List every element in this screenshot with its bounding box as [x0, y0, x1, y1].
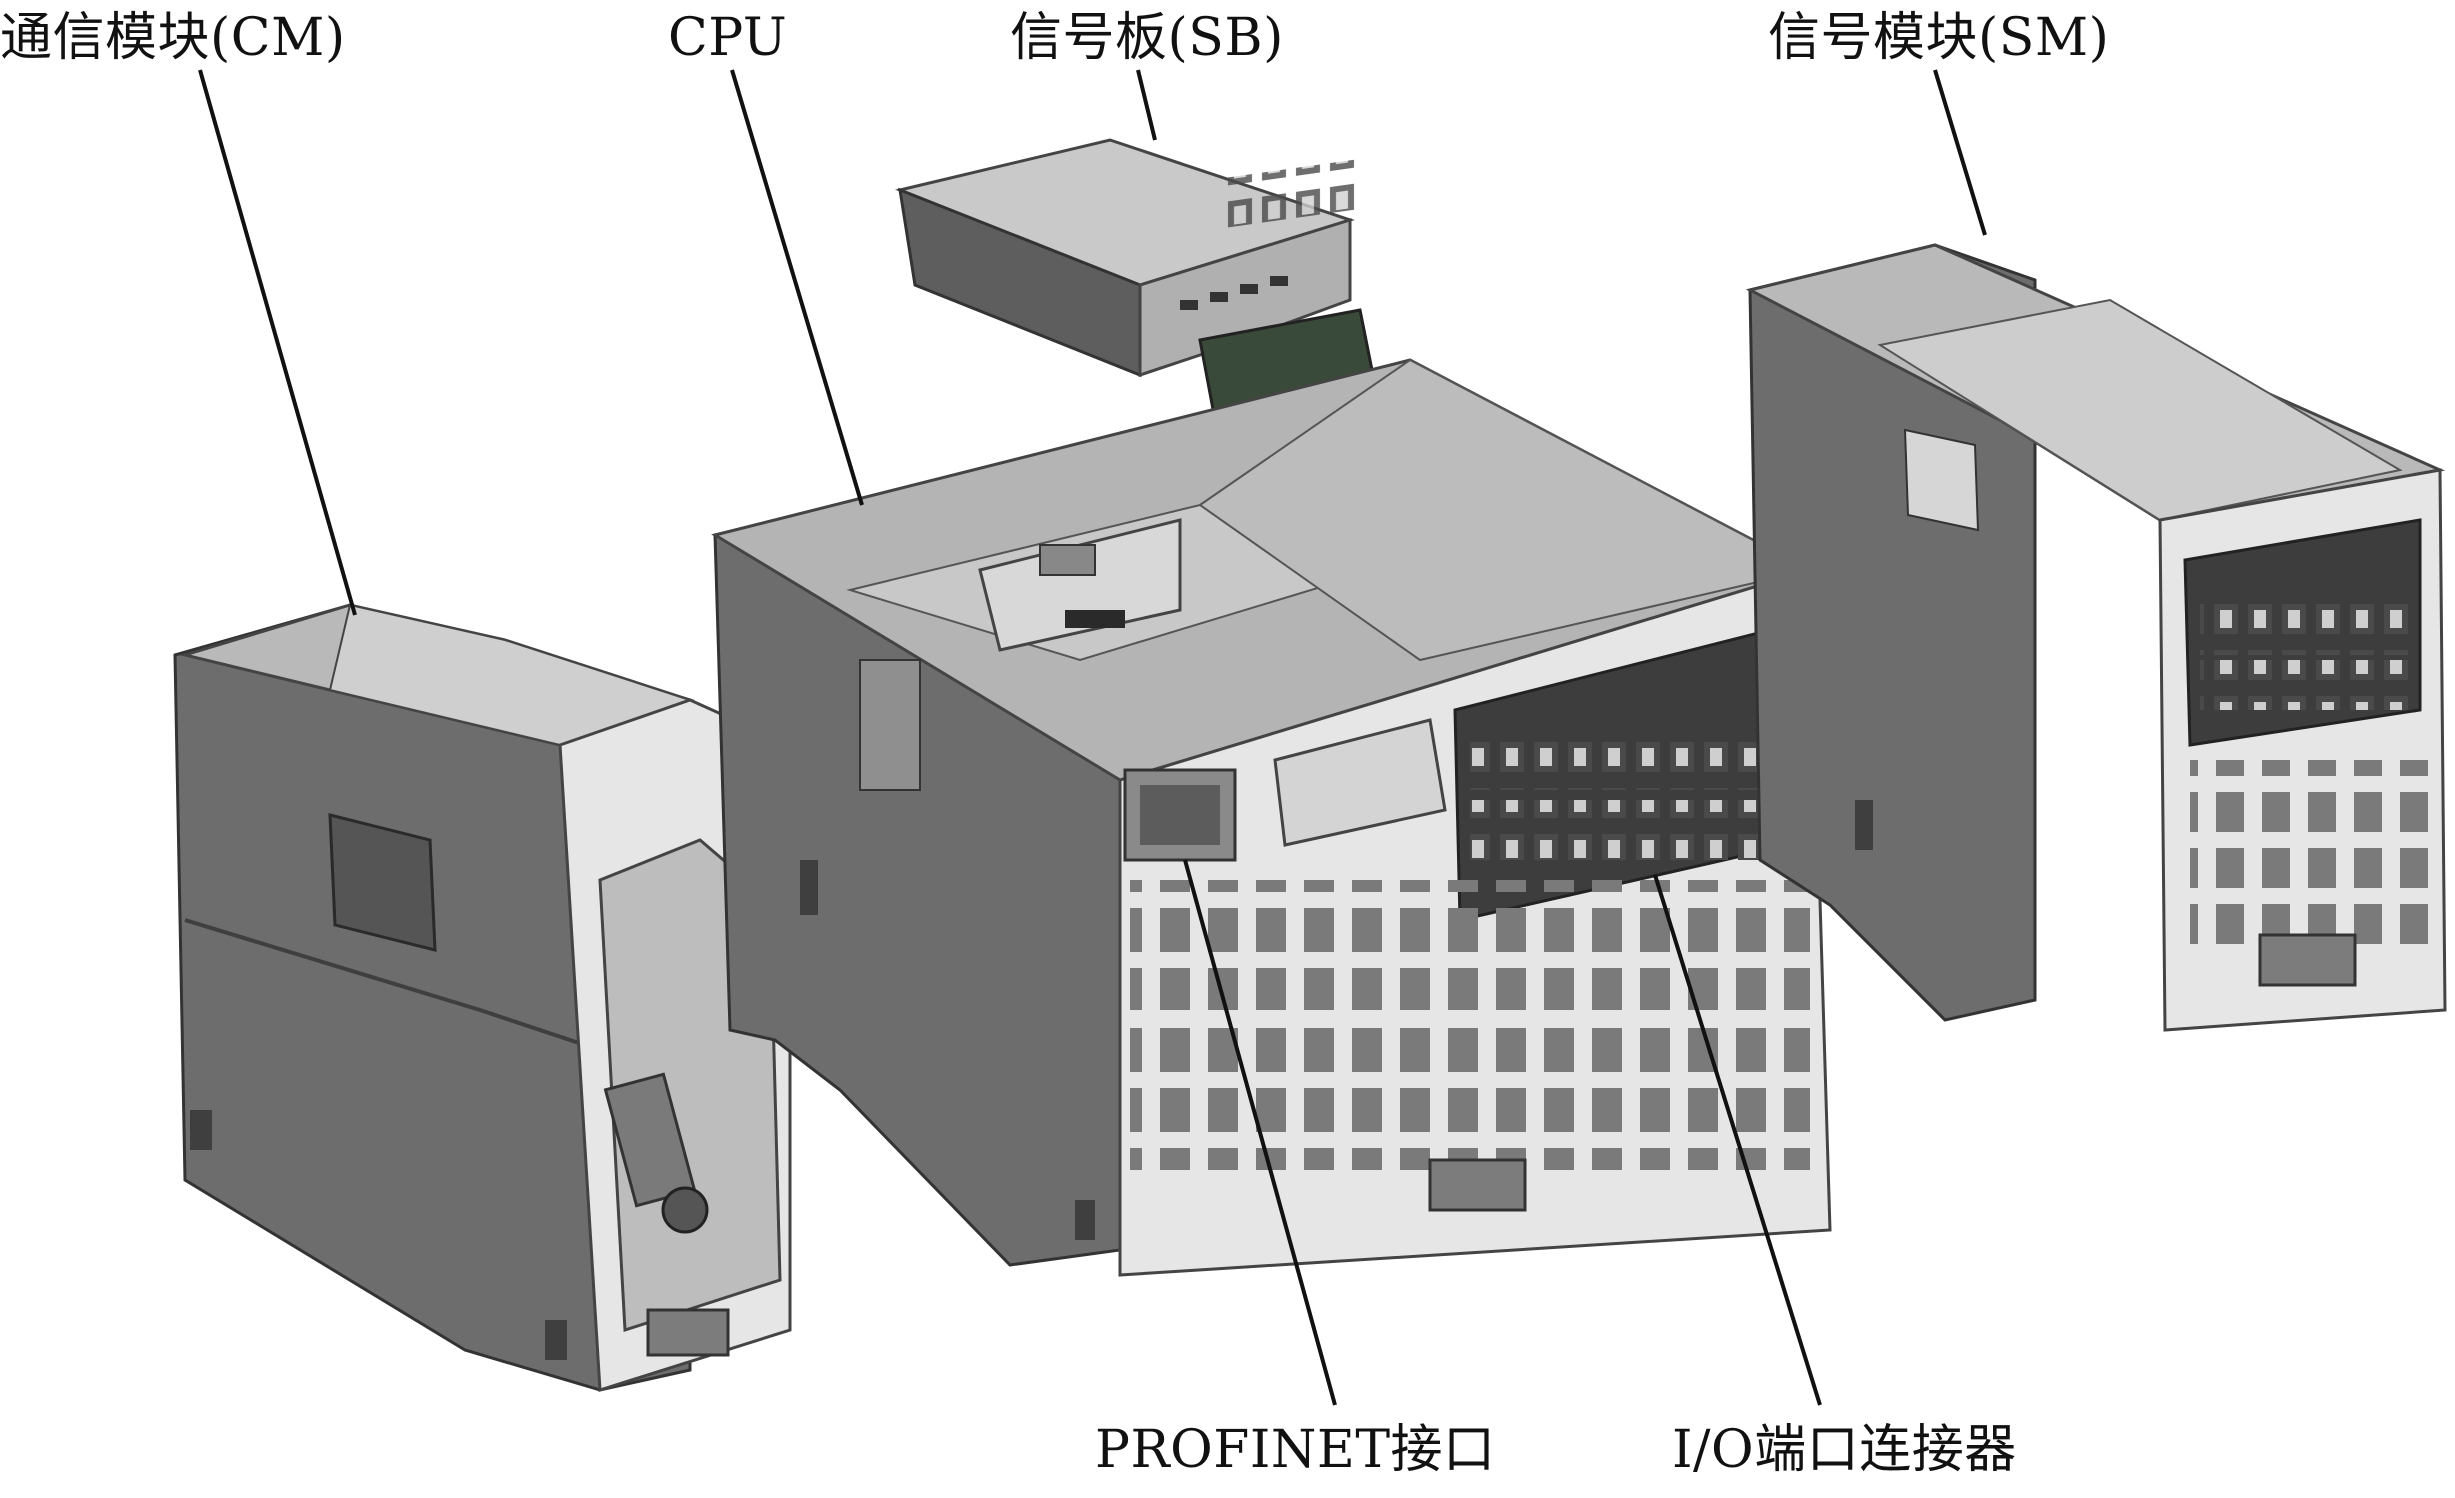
cpu-module	[711, 358, 1832, 1277]
label-io-connector: I/O端口连接器	[1672, 1420, 2017, 1480]
signal-module	[1745, 243, 2447, 1032]
label-signal-module: 信号模块(SM)	[1768, 8, 2110, 68]
label-profinet-interface: PROFINET接口	[1095, 1420, 1496, 1480]
communication-module	[173, 603, 792, 1393]
leader-line-io	[1653, 874, 1822, 1406]
leader-line-cm	[198, 69, 357, 616]
label-signal-board: 信号板(SB)	[1010, 8, 1284, 68]
leader-line-sb	[1136, 69, 1157, 141]
signal-board	[895, 138, 1377, 422]
label-cpu: CPU	[668, 8, 788, 68]
label-communication-module: 通信模块(CM)	[0, 8, 346, 68]
leader-line-cpu	[730, 69, 864, 506]
leader-line-sm	[1933, 69, 1987, 236]
leader-line-profinet	[1183, 859, 1337, 1406]
cm-window	[328, 813, 437, 952]
